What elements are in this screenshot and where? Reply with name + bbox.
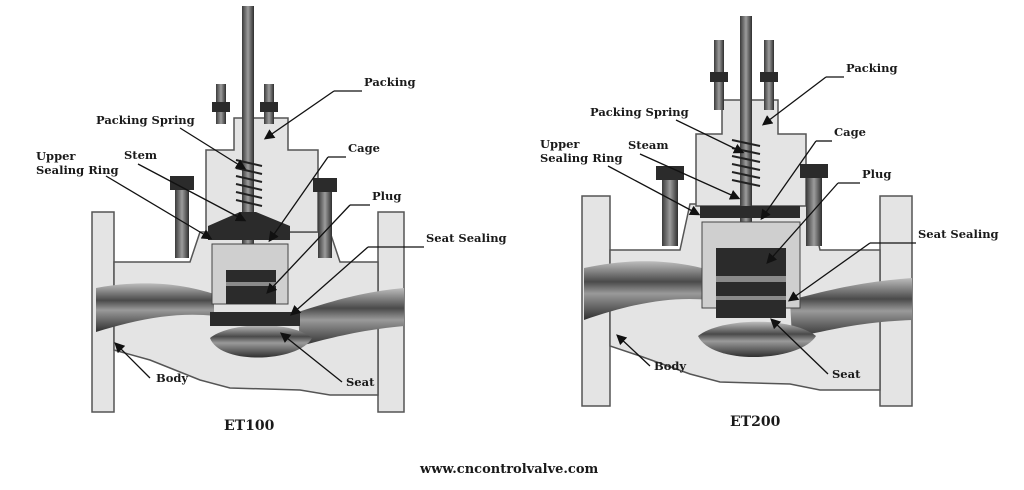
- et200-label-seat-sealing: Seat Sealing: [918, 227, 999, 241]
- et100-label-upper-sealing-ring-2: Sealing Ring: [36, 163, 119, 177]
- et100-label-seat-sealing: Seat Sealing: [426, 231, 507, 245]
- website-url: www.cncontrolvalve.com: [419, 462, 599, 477]
- et200-arrow-packing-spring: [675, 119, 745, 154]
- et200-arrow-seat: [770, 318, 829, 375]
- et100-arrow-cage: [268, 156, 329, 243]
- et200-label-packing: Packing: [846, 61, 898, 75]
- et200-caption: ET200: [730, 414, 781, 430]
- et200-arrow-upper-sealing-ring: [607, 165, 701, 216]
- et100-caption: ET100: [224, 418, 275, 434]
- et200-arrow-plug: [766, 182, 839, 264]
- et100-label-cage: Cage: [348, 141, 380, 155]
- et200-label-seat: Seat: [832, 367, 861, 381]
- et200-label-packing-spring: Packing Spring: [590, 105, 689, 119]
- et100-label-plug: Plug: [372, 189, 401, 203]
- et200-arrow-stem: [639, 153, 741, 200]
- et100-label-stem: Stem: [124, 148, 157, 162]
- et100-arrow-plug: [266, 204, 351, 294]
- et200-arrow-seat-sealing: [787, 242, 871, 302]
- valve-et200: [581, 16, 913, 407]
- et200-arrow-body: [616, 334, 651, 367]
- et200-arrow-cage: [760, 140, 817, 221]
- et100-labels: Packing Packing Spring Stem Upper Sealin…: [36, 75, 507, 434]
- et100-arrow-packing: [263, 90, 335, 140]
- valve-et100: [91, 6, 405, 413]
- et200-arrow-packing: [761, 76, 827, 126]
- et100-arrow-seat-sealing: [290, 246, 369, 316]
- et100-label-body: Body: [156, 371, 188, 385]
- et100-arrow-stem: [137, 163, 247, 222]
- et100-arrow-packing-spring: [179, 127, 247, 170]
- et200-label-body: Body: [654, 359, 686, 373]
- et200-label-upper-sealing-ring-2: Sealing Ring: [540, 151, 623, 165]
- et100-label-seat: Seat: [346, 375, 375, 389]
- et100-label-packing: Packing: [364, 75, 416, 89]
- et100-label-packing-spring: Packing Spring: [96, 113, 195, 127]
- et200-label-upper-sealing-ring-1: Upper: [540, 137, 580, 151]
- et100-arrow-seat: [279, 332, 343, 383]
- et200-labels: Packing Packing Spring Steam Upper Seali…: [540, 61, 999, 430]
- et100-arrow-upper-sealing-ring: [105, 175, 213, 240]
- et100-arrow-body: [114, 342, 151, 379]
- et100-label-upper-sealing-ring-1: Upper: [36, 149, 76, 163]
- et200-label-stem: Steam: [628, 138, 669, 152]
- et200-label-cage: Cage: [834, 125, 866, 139]
- et200-label-plug: Plug: [862, 167, 891, 181]
